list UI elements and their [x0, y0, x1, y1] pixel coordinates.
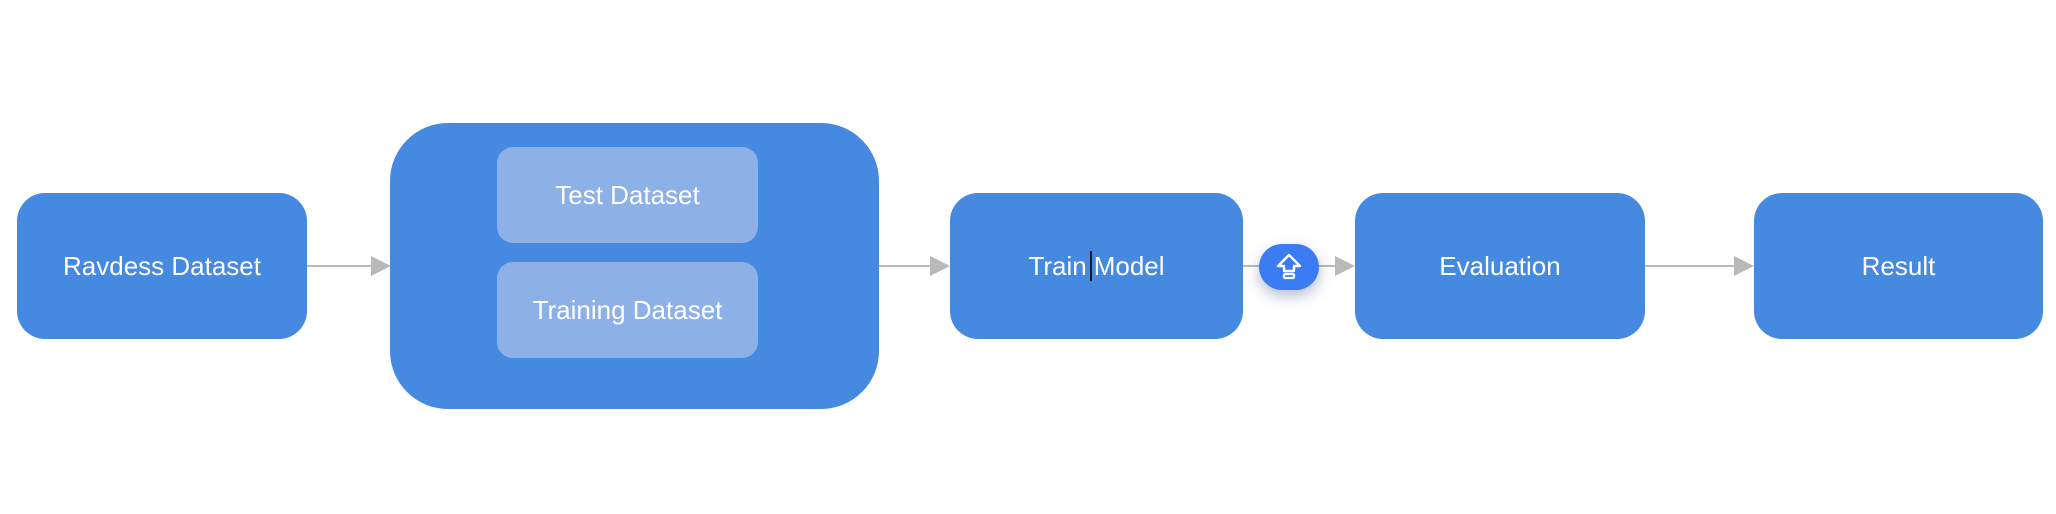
node-training-dataset-label: Training Dataset [532, 294, 723, 325]
node-test-dataset[interactable]: Test Dataset [497, 147, 758, 243]
node-ravdess-dataset[interactable]: Ravdess Dataset [17, 193, 307, 339]
edge-action-button[interactable] [1259, 244, 1319, 290]
node-train-model-label-part2: Model [1093, 250, 1165, 281]
node-evaluation-label: Evaluation [1439, 250, 1561, 281]
node-ravdess-dataset-label: Ravdess Dataset [63, 250, 261, 281]
upload-arrow-icon [1276, 253, 1302, 280]
node-test-dataset-label: Test Dataset [555, 179, 700, 210]
node-train-model[interactable]: Train Model [950, 193, 1243, 339]
node-training-dataset[interactable]: Training Dataset [497, 262, 758, 358]
node-train-model-label-part1: Train [1028, 250, 1087, 281]
node-evaluation[interactable]: Evaluation [1355, 193, 1645, 339]
node-result[interactable]: Result [1754, 193, 2043, 339]
text-caret [1089, 251, 1092, 281]
node-result-label: Result [1861, 250, 1936, 281]
node-train-model-label[interactable]: Train Model [1028, 250, 1165, 282]
